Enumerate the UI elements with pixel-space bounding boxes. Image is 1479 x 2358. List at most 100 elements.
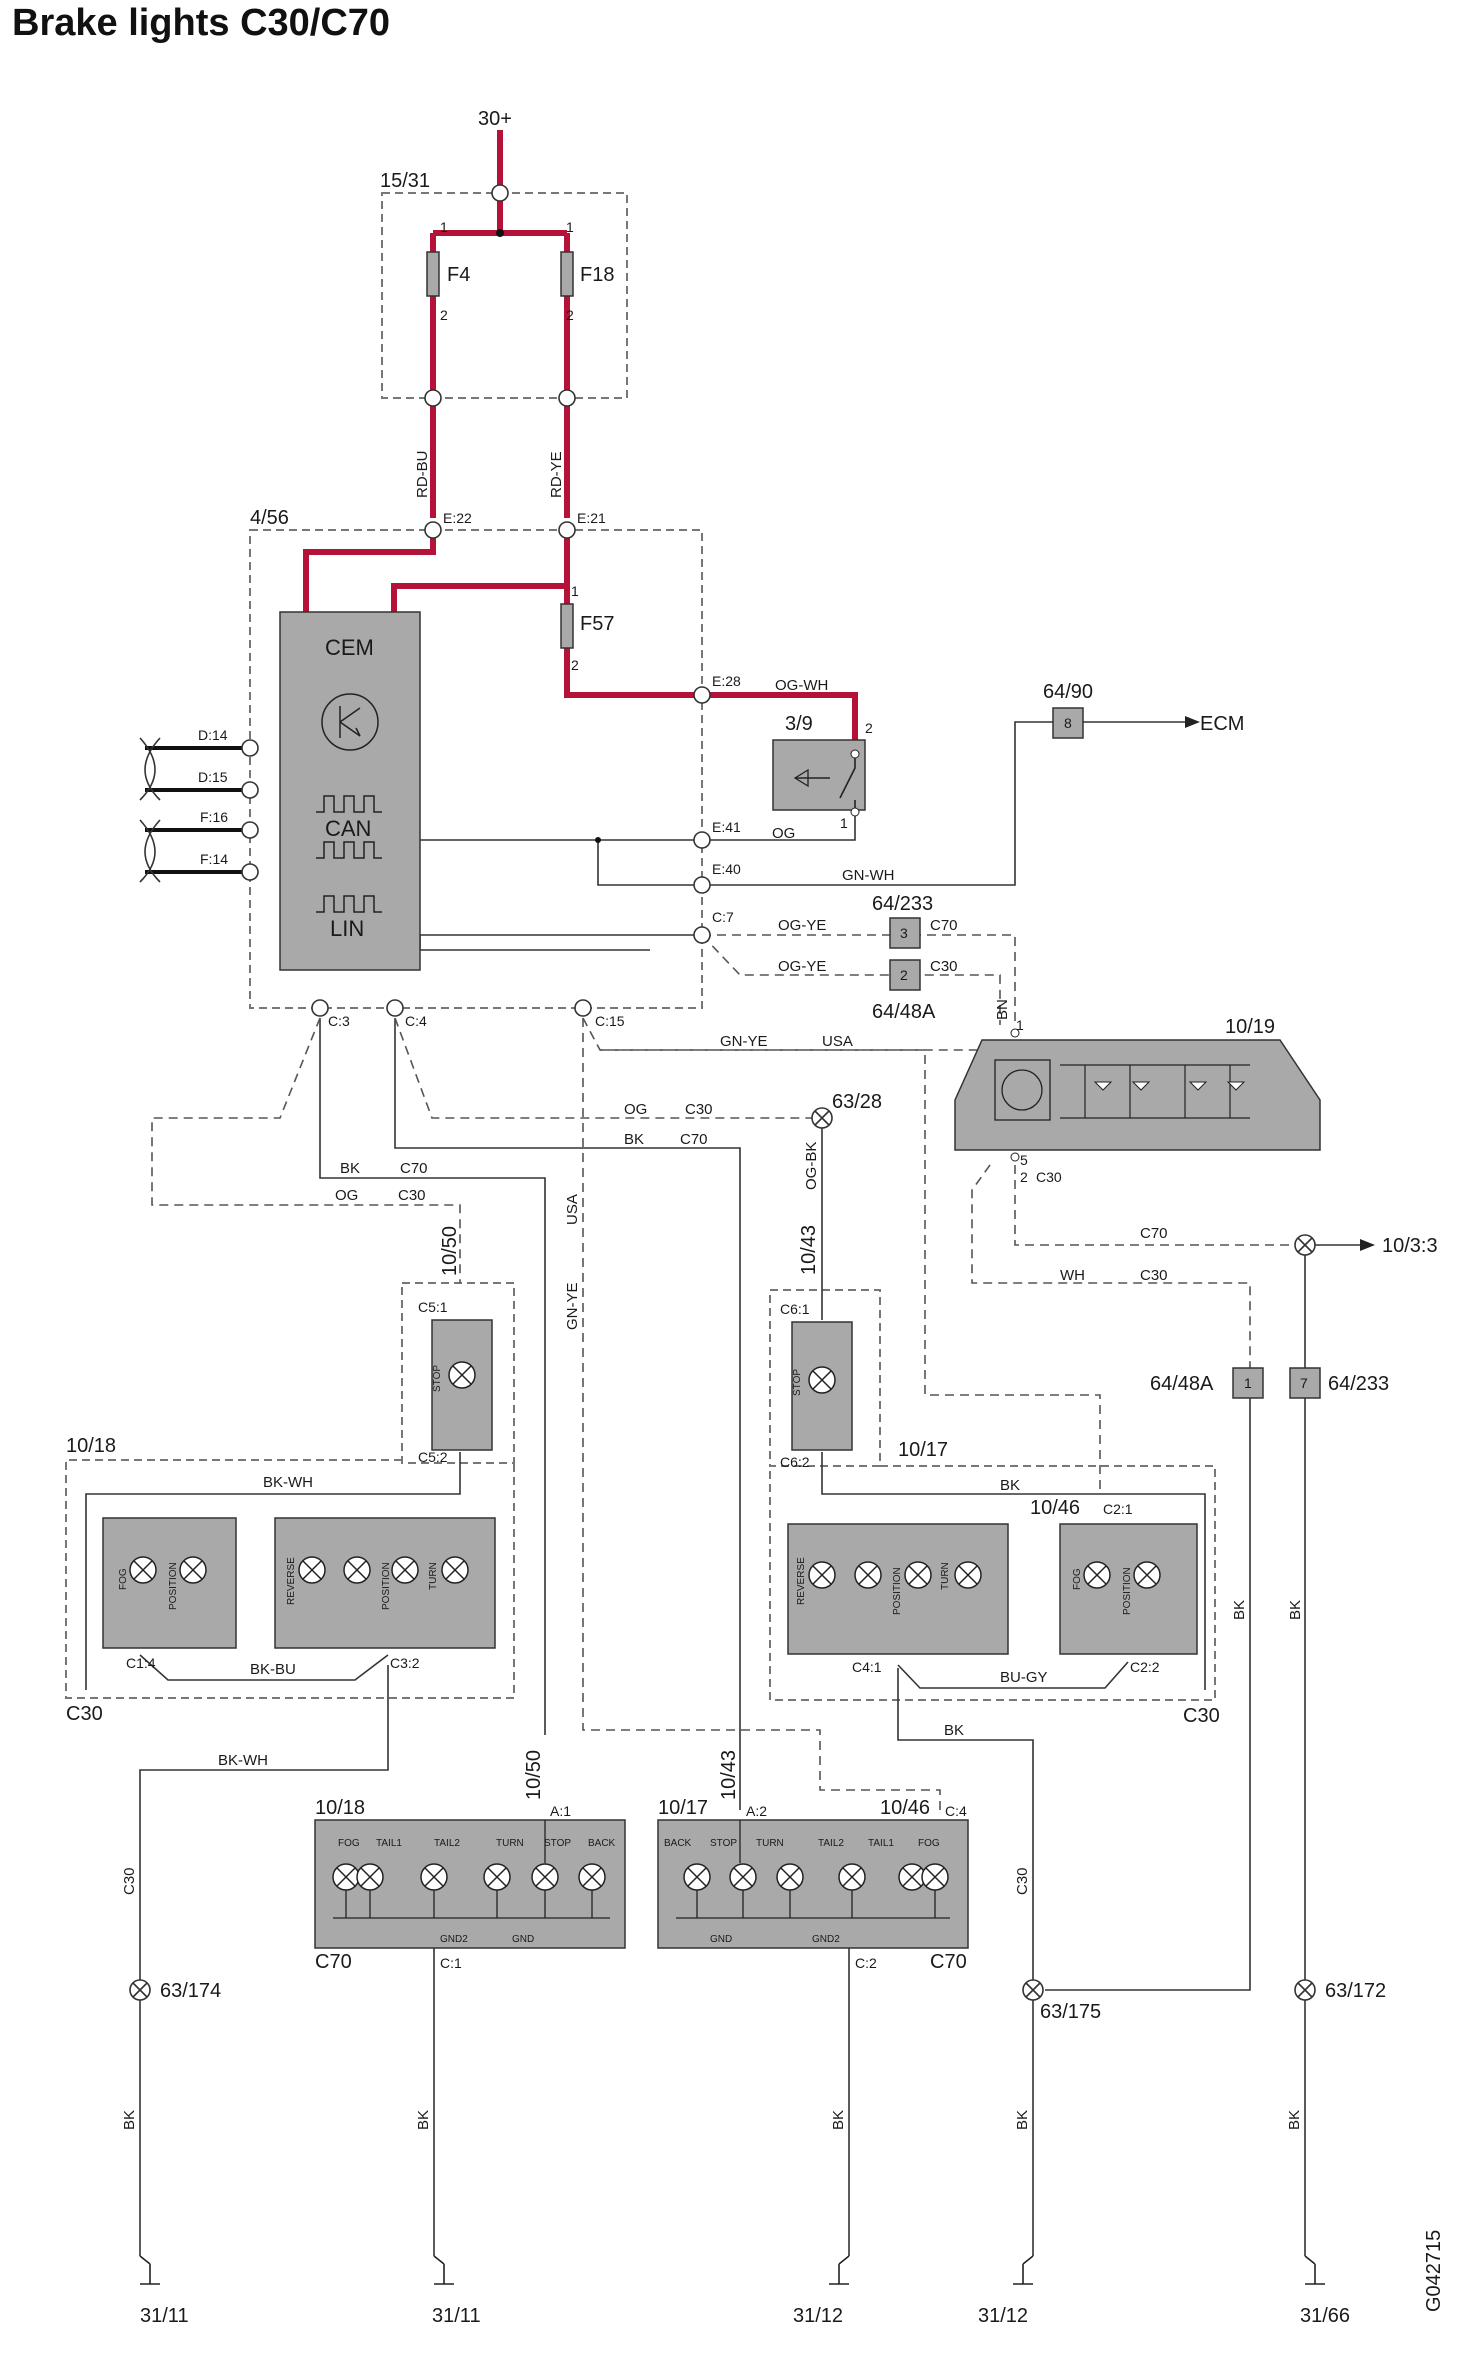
f18-fuse-icon <box>560 251 574 297</box>
bulb-icon <box>954 1561 982 1589</box>
link-10-3-3-ref: 10/3:3 <box>1382 1235 1438 1257</box>
cem-module: CEM CAN LIN <box>279 611 421 971</box>
c70-left-variant: C70 <box>315 1951 352 1973</box>
can-wave-icon <box>316 795 382 859</box>
cem-can-link <box>419 935 650 951</box>
c30-right-stop-ref: 10/43 <box>798 1225 820 1275</box>
f4-label: F4 <box>447 264 470 286</box>
c6-2-to-c2-1 <box>821 1452 1206 1690</box>
c30-left-bulb-turn: TURN <box>428 1562 439 1590</box>
f4-pin-top: 1 <box>440 219 448 235</box>
f57-to-cem <box>391 583 567 612</box>
c2-1-label: C2:1 <box>1103 1501 1133 1517</box>
transistor-symbol <box>339 706 361 738</box>
bulb-icon <box>921 1863 949 1891</box>
c30-left-variant: C30 <box>66 1703 103 1725</box>
splice-63-175-icon <box>1022 1979 1044 2001</box>
cem-label: CEM <box>325 635 374 660</box>
c70-left-gnd: GND <box>512 1934 534 1945</box>
bk-c70-label-1: BK <box>340 1160 360 1177</box>
bn-label: BN <box>994 999 1011 1020</box>
bk-wh-top-label: BK-WH <box>263 1474 313 1491</box>
bulb-icon <box>854 1561 882 1589</box>
c30-left-stop-ref: 10/50 <box>439 1226 461 1276</box>
64-48a-pin: 2 <box>900 967 908 983</box>
bk-vertical-right-2: BK <box>1287 1600 1304 1620</box>
bk-bu-label: BK-BU <box>250 1661 296 1678</box>
lower-64-233-pin: 7 <box>1300 1375 1308 1391</box>
10-3-3-arrow-icon <box>1360 1239 1375 1251</box>
bu-gy-wire <box>897 1661 1129 1689</box>
wh-c30-label: C30 <box>1140 1267 1168 1284</box>
usa-vertical-label: USA <box>564 1194 581 1225</box>
c70-right-stop-ref: 10/43 <box>718 1750 740 1800</box>
cem-box <box>279 611 421 971</box>
bus-twist-marks <box>139 737 161 883</box>
splice-63-28-icon <box>811 1107 833 1129</box>
c70-left-bulb-tail2: TAIL2 <box>434 1838 460 1849</box>
c70-left-bulb-tail1: TAIL1 <box>376 1838 402 1849</box>
e21-node <box>558 521 576 539</box>
bulb-icon <box>1133 1561 1161 1589</box>
ecm-connector-ref: 64/90 <box>1043 681 1093 703</box>
wh-label: WH <box>1060 1267 1085 1284</box>
bk-bu-wire <box>139 1654 389 1681</box>
high-stop-variant: C30 <box>1036 1169 1062 1185</box>
page-title: Brake lights C30/C70 <box>12 2 391 44</box>
c70-right-bulb-back: BACK <box>664 1838 692 1849</box>
bulb-icon <box>1083 1561 1111 1589</box>
bulb-icon <box>441 1556 469 1584</box>
bulb-icon <box>343 1556 371 1584</box>
high-stop-pin-5-label: 5 <box>1020 1152 1028 1168</box>
e28-label: E:28 <box>712 673 741 689</box>
c3-label: C:3 <box>328 1013 350 1029</box>
c15-label: C:15 <box>595 1013 625 1029</box>
supply-label: 30+ <box>478 108 512 130</box>
c70-left-stop-ref: 10/50 <box>523 1750 545 1800</box>
f18-label: F18 <box>580 264 614 286</box>
e40-node <box>693 876 711 894</box>
bk-ground-2: BK <box>415 2110 432 2130</box>
ecm-arrow-icon <box>1185 716 1200 728</box>
c30-right-lamp-ref: 10/17 <box>898 1439 948 1461</box>
switch-contact-icon <box>795 756 856 808</box>
c30-left-bulb-position-a: POSITION <box>168 1562 179 1610</box>
c70-link-label: C70 <box>1140 1225 1168 1242</box>
c70-right-gnd2: GND2 <box>812 1934 840 1945</box>
c70-right-bulb-fog: FOG <box>918 1838 940 1849</box>
switch-actuator-icon <box>793 768 809 788</box>
c30-right-ground-variant: C30 <box>1014 1867 1031 1895</box>
f18-pin-bottom: 2 <box>566 307 574 323</box>
f57-to-switch <box>564 660 858 750</box>
c70-label-1: C70 <box>400 1160 428 1177</box>
twist-2 <box>139 819 161 883</box>
c70-bulbs <box>332 1863 949 1891</box>
lower-64-233-ref: 64/233 <box>1328 1373 1389 1395</box>
c3-og-c30 <box>151 1017 461 1283</box>
lower-64-48a-ref: 64/48A <box>1150 1373 1214 1395</box>
c70-left-bulb-stop: STOP <box>544 1838 571 1849</box>
signal-wires <box>85 721 1360 2256</box>
bk-c4-1-label: BK <box>944 1722 964 1739</box>
f4-pin-bottom: 2 <box>440 307 448 323</box>
f57-pin-bottom: 2 <box>571 657 579 673</box>
bulb-icon <box>904 1561 932 1589</box>
64-48a-lower-wire <box>1045 1398 1251 1991</box>
og-ye-c30-label: OG-YE <box>778 958 826 975</box>
c70-right-lamp-ref: 10/17 <box>658 1797 708 1819</box>
fuse-box-boundary <box>381 192 628 399</box>
c30-right-stop-text: STOP <box>792 1369 803 1396</box>
f57-pin-top: 1 <box>571 583 579 599</box>
og-wh-label: OG-WH <box>775 677 828 694</box>
ground-icon <box>139 2255 160 2285</box>
connection-nodes <box>241 184 711 1017</box>
c3-node <box>311 999 329 1017</box>
c2-2-label: C2:2 <box>1130 1659 1160 1675</box>
c30-right-stop-boundary <box>769 1289 881 1467</box>
e41-node <box>693 831 711 849</box>
ecm-pin-block <box>1052 707 1084 739</box>
d14-label: D:14 <box>198 727 228 743</box>
c30-left-lamp-ref: 10/18 <box>66 1435 116 1457</box>
bulb-icon <box>898 1863 926 1891</box>
